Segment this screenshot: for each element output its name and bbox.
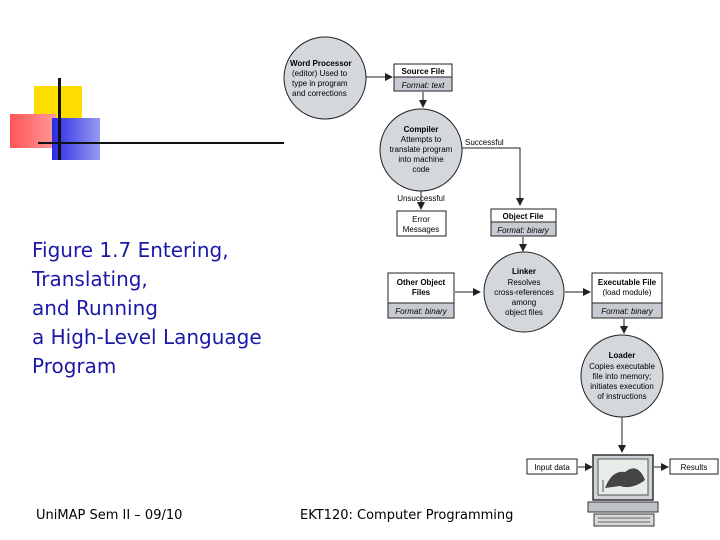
compiler-line: Attempts to <box>401 135 442 144</box>
linker-line: cross-references <box>494 288 554 297</box>
word-processor-title: Word Processor <box>290 59 352 68</box>
linker-line: Resolves <box>508 278 541 287</box>
caption-line: Translating, <box>32 267 148 291</box>
object-file-format: Format: binary <box>497 226 550 235</box>
figure-caption: Figure 1.7 Entering, Translating, and Ru… <box>32 236 292 381</box>
butterfly-icon <box>605 468 645 488</box>
other-object-files-format: Format: binary <box>395 307 448 316</box>
linker-node: Linker Resolves cross-references among o… <box>483 251 565 333</box>
results-label: Results <box>681 463 708 472</box>
source-file-format: Format: text <box>402 81 445 90</box>
other-object-files-line: Files <box>412 288 431 297</box>
loader-line: Copies executable <box>589 362 655 371</box>
loader-line: file into memory; <box>593 372 652 381</box>
footer-center: EKT120: Computer Programming <box>300 508 514 523</box>
arrow-successful <box>462 147 524 206</box>
deco-vertical-line <box>58 78 61 160</box>
compiler-title: Compiler <box>404 125 439 134</box>
word-processor-line: (editor) Used to <box>292 69 348 78</box>
results-box: Results <box>669 458 719 475</box>
footer-left: UniMAP Sem II – 09/10 <box>36 508 183 523</box>
word-processor-node: Word Processor (editor) Used to type in … <box>283 36 367 120</box>
linker-line: object files <box>505 308 543 317</box>
executable-file-title: Executable File <box>598 278 657 287</box>
caption-line: Program <box>32 354 117 378</box>
successful-label: Successful <box>465 138 504 147</box>
input-data-label: Input data <box>534 463 570 472</box>
object-file-title: Object File <box>503 212 544 221</box>
error-messages-line: Messages <box>403 225 439 234</box>
loader-line: of instructions <box>597 392 646 401</box>
compiler-node: Compiler Attempts to translate program i… <box>379 108 463 192</box>
deco-horizontal-line <box>38 142 284 144</box>
executable-file-box: Executable File (load module) Format: bi… <box>591 272 663 319</box>
loader-line: initiates execution <box>590 382 654 391</box>
word-processor-line: type in program <box>292 79 348 88</box>
compiler-line: translate program <box>390 145 453 154</box>
loader-title: Loader <box>609 351 636 360</box>
unsuccessful-label: Unsuccessful <box>397 194 445 203</box>
keyboard-icon <box>593 513 655 527</box>
caption-line: Figure 1.7 Entering, <box>32 238 229 262</box>
loader-node: Loader Copies executable file into memor… <box>580 334 664 418</box>
source-file-box: Source File Format: text <box>393 63 453 92</box>
compiler-line: into machine <box>398 155 444 164</box>
input-data-box: Input data <box>526 458 578 475</box>
executable-file-subtitle: (load module) <box>603 288 652 297</box>
other-object-files-line: Other Object <box>397 278 446 287</box>
computer-illustration <box>587 454 659 527</box>
executable-file-format: Format: binary <box>601 307 654 316</box>
other-object-files-box: Other Object Files Format: binary <box>387 272 455 319</box>
error-messages-line: Error <box>412 215 430 224</box>
linker-line: among <box>512 298 536 307</box>
caption-line: a High-Level Language <box>32 325 262 349</box>
caption-line: and Running <box>32 296 158 320</box>
linker-title: Linker <box>512 267 536 276</box>
object-file-box: Object File Format: binary <box>490 208 557 237</box>
word-processor-line: and corrections <box>292 89 347 98</box>
compiler-line: code <box>412 165 430 174</box>
source-file-title: Source File <box>401 67 445 76</box>
error-messages-box: Error Messages <box>396 210 447 237</box>
